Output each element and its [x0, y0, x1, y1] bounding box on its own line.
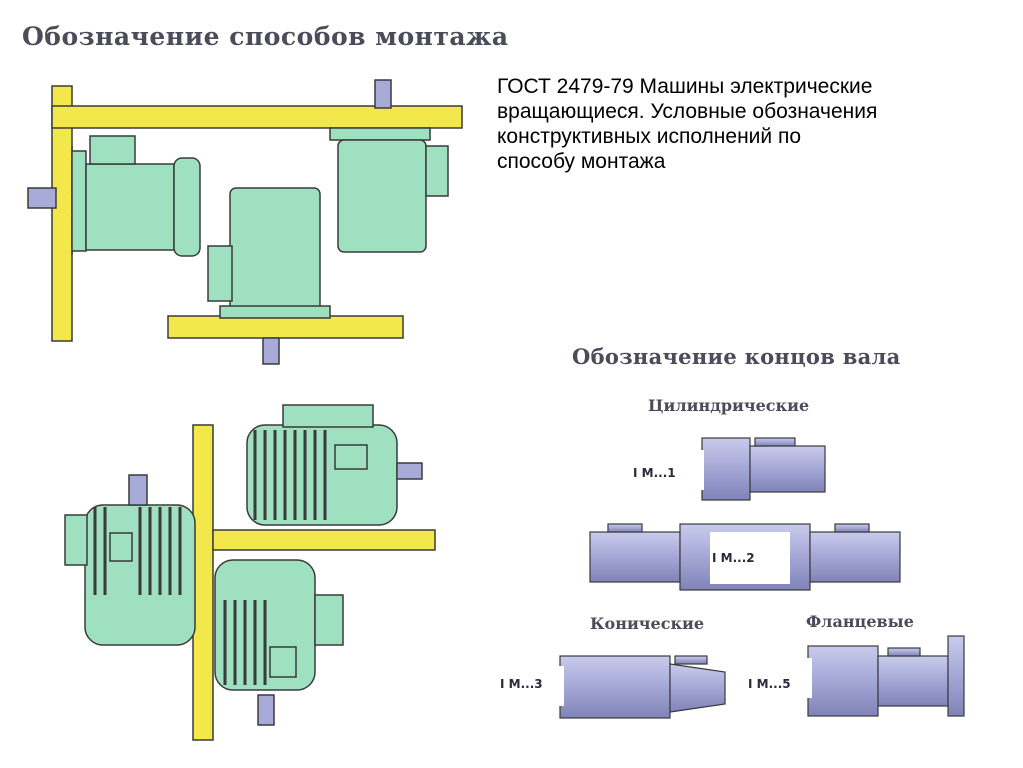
im3-label: I M...3 [500, 677, 543, 691]
flanged-label: Фланцевые [806, 612, 914, 631]
shaft-ends-illustration: I M...1 I M...2 I M...3 I M...5 [500, 437, 965, 719]
cylindrical-label: Цилиндрические [648, 396, 810, 415]
shaft-ends-title: Обозначение концов вала [572, 344, 901, 369]
im5-label: I M...5 [748, 677, 791, 691]
im2-label: I M...2 [712, 551, 755, 565]
im1-label: I M...1 [633, 466, 676, 480]
page-title: Обозначение способов монтажа [22, 22, 509, 51]
mounting-illustration-bottom [64, 404, 436, 741]
description-line-3: конструктивных исполнений по [497, 125, 802, 148]
description-line-4: способу монтажа [497, 150, 666, 173]
gost-description: ГОСТ 2479-79 Машины электрические вращаю… [497, 74, 997, 174]
description-line-1: ГОСТ 2479-79 Машины электрические [497, 75, 873, 98]
description-line-2: вращающиеся. Условные обозначения [497, 100, 878, 123]
conical-label: Конические [590, 614, 705, 633]
mounting-illustration-top [27, 79, 463, 365]
